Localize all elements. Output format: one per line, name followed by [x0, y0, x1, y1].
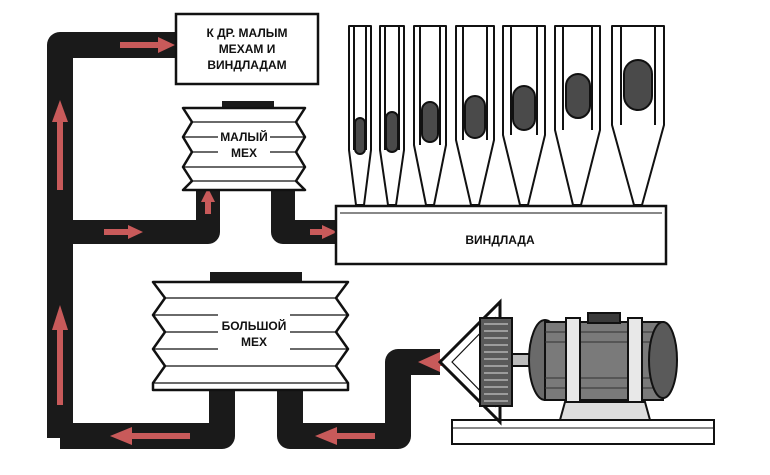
windchest: ВИНДЛАДА: [334, 204, 668, 266]
fan-rotor: [479, 317, 513, 407]
small-bellows: МАЛЫЙ МЕХ: [181, 101, 307, 192]
pipe-4: [455, 25, 495, 206]
pipe-7: [611, 25, 665, 206]
other-bellows-label-3: ВИНДЛАДАМ: [207, 58, 286, 72]
duct-large-bellows-outlet: [60, 388, 235, 449]
other-bellows-label-1: К ДР. МАЛЫМ: [206, 26, 287, 40]
organ-pipes: [348, 25, 665, 206]
arrow-left-bottom-2: [315, 427, 375, 445]
pipe-5: [502, 25, 546, 206]
windchest-label: ВИНДЛАДА: [465, 233, 535, 247]
duct-fan-to-large-bellows: [277, 349, 440, 449]
airflow-arrows: [52, 37, 470, 445]
duct-to-small-bellows: [60, 186, 220, 244]
duct-small-bellows-to-windchest: [271, 186, 338, 244]
pipe-6: [554, 25, 601, 206]
pipe-3: [413, 25, 447, 206]
other-bellows-box: К ДР. МАЛЫМ МЕХАМ И ВИНДЛАДАМ: [174, 12, 320, 86]
large-bellows: БОЛЬШОЙ МЕХ: [151, 272, 350, 392]
other-bellows-label-2: МЕХАМ И: [219, 42, 276, 56]
pipe-2: [379, 25, 405, 206]
arrow-up-1: [52, 100, 68, 190]
arrow-right-windchest: [310, 225, 337, 239]
electric-motor: [528, 312, 678, 421]
large-bellows-label-2: МЕХ: [241, 335, 267, 349]
blower-unit: [437, 298, 715, 445]
large-bellows-label-1: БОЛЬШОЙ: [222, 318, 287, 333]
small-bellows-label-2: МЕХ: [231, 146, 257, 160]
small-bellows-label-1: МАЛЫЙ: [220, 129, 268, 144]
arrow-left-bottom: [110, 427, 190, 445]
motor-base: [451, 419, 715, 445]
arrow-up-2: [52, 305, 68, 405]
pipe-1: [348, 25, 372, 206]
arrow-right-branch: [104, 225, 143, 239]
arrow-right-top: [120, 37, 175, 53]
arrow-up-small-bellows: [201, 188, 215, 214]
